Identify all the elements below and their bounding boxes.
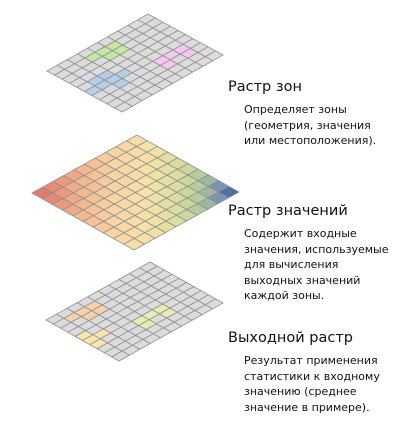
raster-cell bbox=[110, 350, 131, 362]
zone-raster-grid bbox=[46, 13, 224, 113]
zone-raster-title: Растр зон bbox=[228, 79, 302, 95]
raster-cell bbox=[113, 101, 133, 113]
output-raster-title: Выходной растр bbox=[228, 330, 353, 346]
output-raster-grid bbox=[45, 261, 224, 362]
value-raster-title: Растр значений bbox=[228, 203, 348, 219]
output-raster-description: Результат применения статистики к входно… bbox=[244, 354, 380, 414]
value-raster-description: Содержит входные значения, используемые … bbox=[244, 227, 389, 302]
value-raster-grid bbox=[31, 134, 240, 251]
zone-raster-description: Определяет зоны (геометрия, значения или… bbox=[244, 103, 377, 147]
raster-cell bbox=[122, 238, 146, 251]
